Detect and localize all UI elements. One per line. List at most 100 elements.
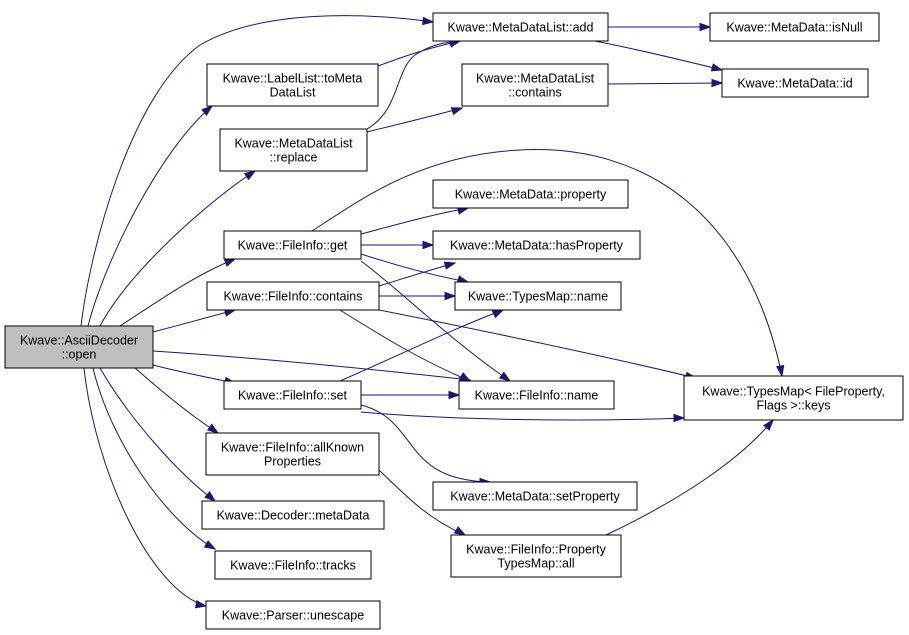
node-tm-name[interactable]: Kwave::TypesMap::name	[454, 281, 622, 311]
edge-line	[83, 367, 207, 607]
node-label: ::replace	[270, 151, 318, 165]
edge-mdl_add-to-md_id	[594, 40, 724, 72]
arrow-head	[422, 240, 435, 250]
node-label: Properties	[264, 455, 321, 469]
edge-fi_contains-to-md_hasprop	[378, 261, 457, 287]
node-label: DataList	[270, 86, 316, 100]
node-mdl-add[interactable]: Kwave::MetaDataList::add	[432, 12, 609, 42]
edge-fi_contains-to-tm_keys	[378, 309, 698, 380]
node-box	[458, 380, 615, 410]
node-box	[205, 600, 381, 630]
node-label: Kwave::Decoder::metaData	[217, 509, 370, 523]
edge-line	[339, 309, 504, 382]
node-fi-contains[interactable]: Kwave::FileInfo::contains	[206, 281, 380, 311]
edge-line	[360, 404, 491, 483]
node-layer: Kwave::AsciiDecoder::openKwave::MetaData…	[4, 12, 904, 630]
edge-line	[339, 309, 471, 382]
node-box	[432, 12, 609, 42]
edge-line	[99, 170, 256, 327]
edge-line	[378, 309, 697, 379]
node-tm-keys[interactable]: Kwave::TypesMap< FileProperty,Flags >::k…	[683, 375, 904, 421]
node-label: Kwave::FileInfo::allKnown	[221, 441, 364, 455]
node-parser-unescape[interactable]: Kwave::Parser::unescape	[205, 600, 381, 630]
edge-fi_set-to-fi_name	[361, 390, 461, 400]
edge-fi_get-to-md_hasprop	[361, 240, 435, 250]
arrow-head	[443, 261, 457, 270]
node-md-setprop[interactable]: Kwave::MetaData::setProperty	[432, 481, 638, 511]
edge-fi_set-to-tm_name	[339, 309, 505, 382]
edge-line	[594, 40, 723, 71]
edge-mdl_add-to-md_isnull	[608, 22, 712, 32]
arrow-head	[776, 364, 785, 378]
node-label: Kwave::MetaData::isNull	[726, 21, 862, 35]
edge-line	[119, 258, 236, 327]
arrow-head	[204, 491, 217, 502]
edge-fi_contains-to-tm_name	[379, 291, 457, 301]
arrow-head	[491, 309, 505, 319]
node-box	[432, 179, 629, 209]
edge-fi_get-to-tm_name	[360, 253, 470, 284]
node-label: Kwave::MetaDataList::add	[448, 21, 594, 35]
arrow-head	[444, 291, 457, 301]
edge-line	[605, 419, 774, 536]
node-fi-get[interactable]: Kwave::FileInfo::get	[223, 230, 362, 260]
node-label: Kwave::MetaDataList	[476, 72, 595, 86]
node-box	[683, 375, 904, 421]
node-label: Kwave::MetaData::hasProperty	[450, 239, 624, 253]
edge-root-to-dec_meta	[99, 367, 217, 502]
node-label: TypesMap::all	[497, 557, 574, 571]
node-label: Kwave::FileInfo::contains	[224, 290, 363, 304]
node-label: Flags >::keys	[757, 399, 831, 413]
node-mdl-contains[interactable]: Kwave::MetaDataList::contains	[461, 63, 609, 107]
edge-root-to-parser_unescape	[83, 367, 208, 609]
node-label: Kwave::AsciiDecoder	[20, 334, 138, 348]
node-md-property[interactable]: Kwave::MetaData::property	[432, 179, 629, 209]
edge-mdl_replace-to-mdl_add	[366, 36, 462, 130]
node-box	[223, 230, 362, 260]
node-box	[709, 12, 880, 42]
edge-fi_get-to-md_property	[360, 206, 470, 235]
edge-fi_get-to-tm_keys	[311, 149, 785, 378]
node-label: Kwave::MetaData::setProperty	[450, 490, 620, 504]
edge-line	[378, 262, 456, 287]
edge-fi_contains-to-fi_name	[339, 309, 472, 382]
edge-fi_ptm_all-to-tm_keys	[605, 418, 774, 536]
arrow-head	[448, 390, 461, 400]
edge-fi_set-to-md_setprop	[360, 404, 492, 487]
node-label: Kwave::TypesMap< FileProperty,	[702, 385, 885, 399]
node-md-isnull[interactable]: Kwave::MetaData::isNull	[709, 12, 880, 42]
node-box	[4, 325, 154, 369]
edge-line	[360, 411, 685, 421]
edge-root-to-fi_tracks	[92, 367, 217, 550]
arrow-head	[711, 78, 724, 88]
edge-line	[377, 40, 461, 67]
node-dec-meta[interactable]: Kwave::Decoder::metaData	[201, 500, 385, 530]
node-root[interactable]: Kwave::AsciiDecoder::open	[4, 325, 154, 369]
arrow-head	[194, 600, 208, 609]
node-box	[206, 281, 380, 311]
node-md-hasprop[interactable]: Kwave::MetaData::hasProperty	[432, 230, 641, 260]
node-label: Kwave::FileInfo::get	[238, 239, 348, 253]
edge-root-to-ll_tometa	[87, 105, 214, 327]
node-box	[223, 380, 362, 410]
node-fi-set[interactable]: Kwave::FileInfo::set	[223, 380, 362, 410]
node-label: ::open	[62, 348, 97, 362]
node-box	[205, 432, 380, 476]
arrow-head	[206, 423, 220, 434]
node-label: ::contains	[508, 86, 562, 100]
node-md-id[interactable]: Kwave::MetaData::id	[721, 68, 869, 98]
node-fi-tracks[interactable]: Kwave::FileInfo::tracks	[214, 550, 372, 580]
edge-layer	[80, 15, 785, 609]
node-mdl-replace[interactable]: Kwave::MetaDataList::replace	[219, 128, 368, 172]
node-box	[432, 481, 638, 511]
node-label: Kwave::FileInfo::set	[238, 389, 348, 403]
arrow-head	[453, 526, 467, 536]
node-label: Kwave::FileInfo::Property	[466, 543, 606, 557]
node-box	[432, 230, 641, 260]
edge-mdl_replace-to-mdl_contains	[366, 107, 464, 133]
edge-line	[134, 367, 219, 434]
node-fi-name[interactable]: Kwave::FileInfo::name	[458, 380, 615, 410]
